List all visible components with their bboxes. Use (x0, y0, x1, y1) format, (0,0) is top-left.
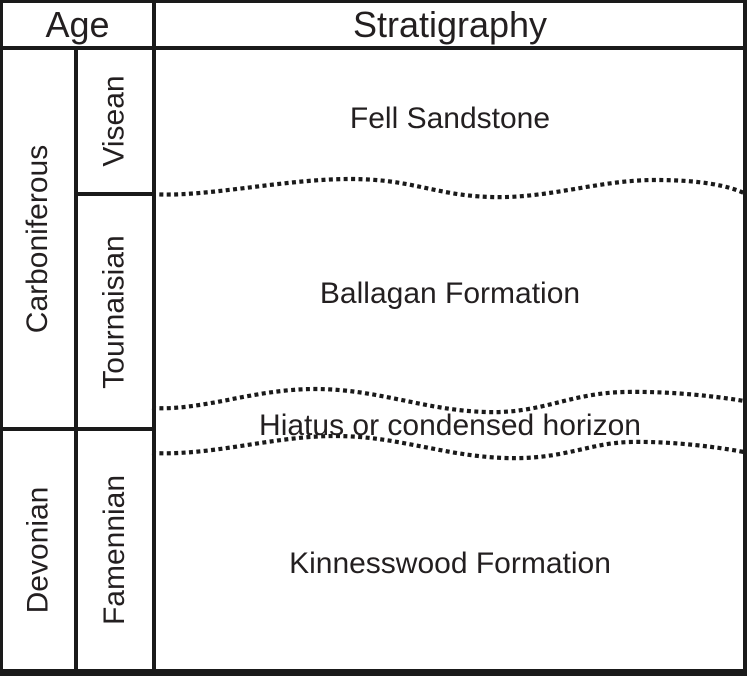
stage-cell-visean: Visean (78, 50, 152, 192)
period-label-devonian: Devonian (21, 486, 55, 614)
period-label-carboniferous: Carboniferous (21, 144, 55, 333)
unit-label-kinnesswood-formation: Kinnesswood Formation (289, 546, 611, 580)
unit-cell-ballagan-formation: Ballagan Formation (156, 196, 743, 391)
stage-label-tournaisian: Tournaisian (98, 234, 131, 389)
period-cell-devonian: Devonian (3, 431, 74, 669)
age-header-label: Age (45, 3, 110, 45)
period-stage-divider-line (74, 46, 78, 669)
stratigraphy-header-label: Stratigraphy (352, 3, 548, 45)
stratigraphy-header-cell: Stratigraphy (156, 3, 743, 46)
unit-cell-fell-sandstone: Fell Sandstone (156, 50, 743, 188)
unit-cell-hiatus: Hiatus or condensed horizon (156, 401, 743, 451)
age-stratigraphy-divider-line (152, 3, 156, 669)
stage-cell-tournaisian: Tournaisian (78, 196, 152, 427)
unit-label-ballagan-formation: Ballagan Formation (319, 276, 581, 310)
visean-tournaisian-divider-line (74, 192, 156, 196)
period-cell-carboniferous: Carboniferous (3, 50, 74, 427)
stage-label-visean: Visean (98, 75, 131, 167)
age-header-cell: Age (3, 3, 152, 46)
stage-label-famennian: Famennian (98, 474, 131, 626)
unit-cell-kinnesswood-formation: Kinnesswood Formation (156, 458, 743, 669)
header-divider-line (3, 46, 743, 50)
unit-label-fell-sandstone: Fell Sandstone (349, 102, 551, 135)
stage-cell-famennian: Famennian (78, 431, 152, 669)
unit-label-hiatus: Hiatus or condensed horizon (259, 409, 641, 442)
carboniferous-devonian-divider-line (3, 427, 156, 431)
